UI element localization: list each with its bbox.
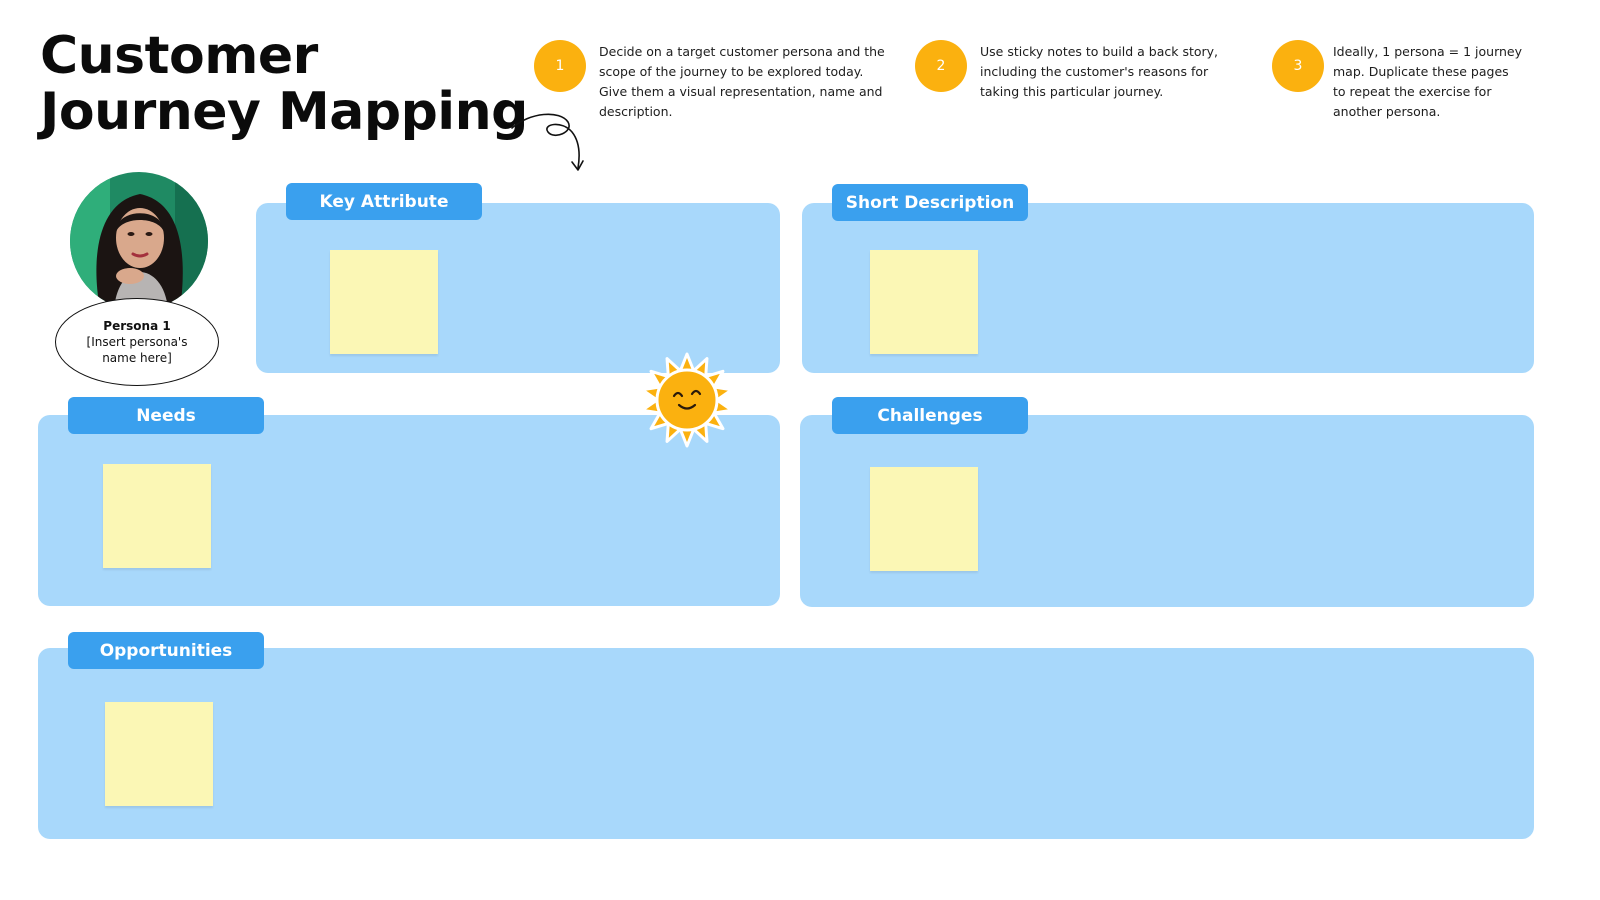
step-2-badge: 2 [915, 40, 967, 92]
persona-avatar[interactable] [70, 172, 208, 310]
challenges-sticky-note[interactable] [870, 467, 978, 571]
persona-name: Persona 1 [103, 319, 171, 333]
step-1-badge: 1 [534, 40, 586, 92]
persona-placeholder: [Insert persona's name here] [86, 335, 188, 365]
key-attribute-tab[interactable]: Key Attribute [286, 183, 482, 220]
curly-arrow-icon [511, 113, 584, 171]
opportunities-sticky-note[interactable] [105, 702, 213, 806]
needs-tab[interactable]: Needs [68, 397, 264, 434]
opportunities-tab[interactable]: Opportunities [68, 632, 264, 669]
short-description-sticky-note[interactable] [870, 250, 978, 354]
persona-photo [70, 172, 208, 310]
smiling-sun-icon[interactable] [637, 350, 737, 450]
page-title: Customer Journey Mapping [40, 28, 528, 140]
opportunities-panel [38, 648, 1534, 839]
step-2-text: Use sticky notes to build a back story, … [980, 44, 1219, 99]
key-attribute-sticky-note[interactable] [330, 250, 438, 354]
short-description-tab[interactable]: Short Description [832, 184, 1028, 221]
persona-name-bubble[interactable]: Persona 1 [Insert persona's name here] [55, 298, 219, 386]
step-3-text: Ideally, 1 persona = 1 journey map. Dupl… [1333, 44, 1523, 119]
challenges-tab[interactable]: Challenges [832, 397, 1028, 434]
step-1-text: Decide on a target customer persona and … [599, 44, 885, 119]
needs-sticky-note[interactable] [103, 464, 211, 568]
title-line-1: Customer [40, 26, 318, 86]
step-3-badge: 3 [1272, 40, 1324, 92]
title-line-2: Journey Mapping [40, 82, 528, 142]
